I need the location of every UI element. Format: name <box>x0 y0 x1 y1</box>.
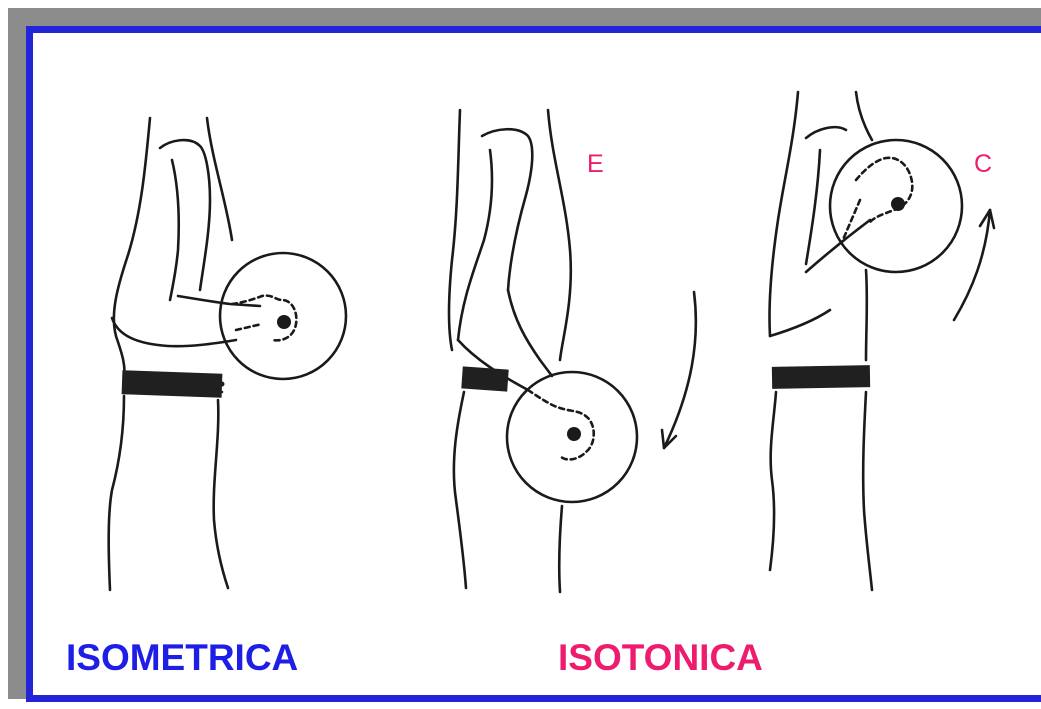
isometric-fist-icon <box>277 315 291 329</box>
eccentric-figure <box>449 110 696 592</box>
isotonic-label: ISOTONICA <box>558 637 763 679</box>
eccentric-marker: E <box>587 150 604 179</box>
isometric-figure <box>109 118 346 590</box>
concentric-marker: C <box>974 150 992 179</box>
concentric-figure <box>769 92 994 590</box>
isometric-label: ISOMETRICA <box>66 637 298 679</box>
eccentric-fist-icon <box>567 427 581 441</box>
concentric-fist-icon <box>891 197 905 211</box>
